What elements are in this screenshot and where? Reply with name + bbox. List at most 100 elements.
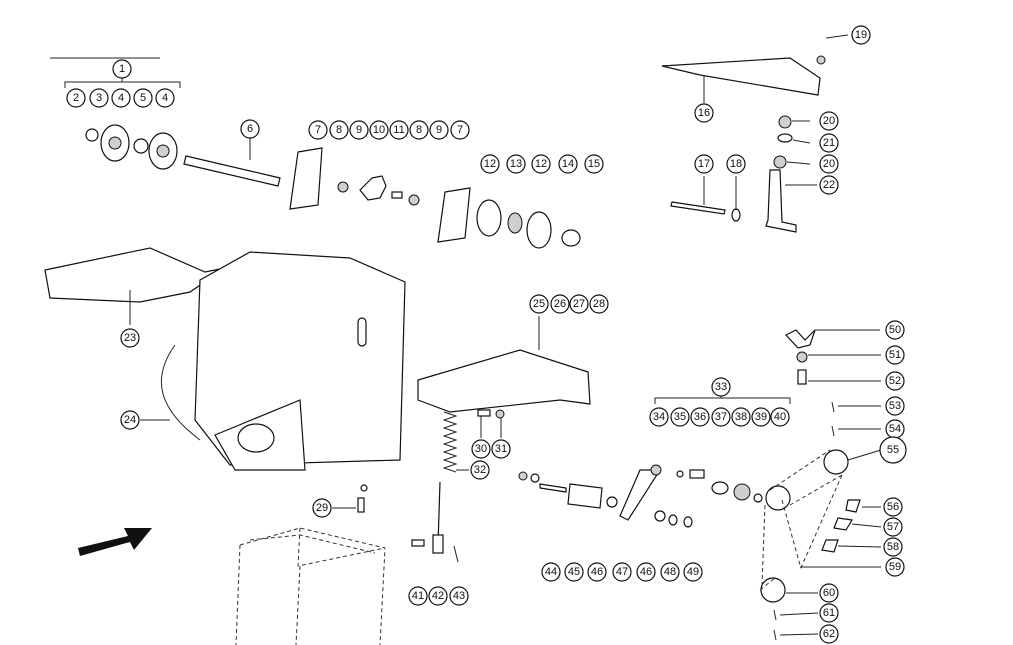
callout-label: 10 [373, 124, 385, 136]
callout-label: 1 [119, 63, 125, 75]
callout-label: 52 [889, 375, 901, 387]
callout-circle [751, 407, 771, 427]
callout-37: 37 [711, 407, 731, 427]
callout-label: 20 [823, 115, 835, 127]
callout-8: 8 [329, 120, 349, 140]
callout-label: 56 [887, 501, 899, 513]
callout-40: 40 [770, 407, 790, 427]
callout-label: 3 [96, 92, 102, 104]
callout-circle [636, 562, 656, 582]
callout-26: 26 [550, 294, 570, 314]
callout-4: 4 [111, 88, 131, 108]
callout-circle [660, 562, 680, 582]
callout-label: 34 [653, 411, 665, 423]
callout-34: 34 [649, 407, 669, 427]
callout-48: 48 [660, 562, 680, 582]
callout-circle [879, 436, 907, 464]
callout-label: 61 [823, 607, 835, 619]
callout-57: 57 [883, 517, 903, 537]
callout-label: 62 [823, 628, 835, 640]
callout-circle [885, 396, 905, 416]
callout-label: 51 [889, 349, 901, 361]
callout-24: 24 [120, 410, 140, 430]
callout-44: 44 [541, 562, 561, 582]
callout-14: 14 [558, 154, 578, 174]
callout-label: 11 [393, 124, 404, 136]
callout-circle [612, 562, 632, 582]
callout-circle [120, 410, 140, 430]
callout-circle [885, 557, 905, 577]
callout-label: 57 [887, 521, 899, 533]
callout-label: 12 [535, 158, 547, 170]
callout-5: 5 [133, 88, 153, 108]
callout-label: 28 [593, 298, 605, 310]
callout-circle [120, 328, 140, 348]
callout-6: 6 [240, 119, 260, 139]
callout-label: 45 [568, 566, 580, 578]
callout-28: 28 [589, 294, 609, 314]
callout-circle [584, 154, 604, 174]
callout-18: 18 [726, 154, 746, 174]
callout-label: 54 [889, 423, 901, 435]
callout-8: 8 [409, 120, 429, 140]
callout-circle [726, 154, 746, 174]
callout-label: 17 [698, 158, 710, 170]
callout-21: 21 [819, 133, 839, 153]
callout-42: 42 [428, 586, 448, 606]
callout-label: 2 [73, 92, 79, 104]
callout-circle [711, 407, 731, 427]
callout-46: 46 [636, 562, 656, 582]
callout-label: 33 [715, 381, 727, 393]
callout-circle [819, 175, 839, 195]
callout-circle [312, 498, 332, 518]
callout-circle [587, 562, 607, 582]
callout-55: 55 [879, 436, 907, 464]
callout-label: 32 [474, 464, 486, 476]
callout-label: 39 [755, 411, 767, 423]
callout-circle [89, 88, 109, 108]
callout-circle [408, 586, 428, 606]
callout-60: 60 [819, 583, 839, 603]
callout-circle [564, 562, 584, 582]
callout-label: 29 [316, 502, 328, 514]
callout-label: 46 [640, 566, 652, 578]
callout-circle [155, 88, 175, 108]
callout-circle [883, 537, 903, 557]
callout-label: 44 [545, 566, 557, 578]
callout-62: 62 [819, 624, 839, 644]
callout-circle [819, 603, 839, 623]
callout-36: 36 [690, 407, 710, 427]
callout-label: 4 [162, 92, 168, 104]
callout-circle [819, 583, 839, 603]
callout-15: 15 [584, 154, 604, 174]
callout-38: 38 [731, 407, 751, 427]
callout-53: 53 [885, 396, 905, 416]
callout-12: 12 [531, 154, 551, 174]
callout-22: 22 [819, 175, 839, 195]
callout-circle [240, 119, 260, 139]
callout-circle [349, 120, 369, 140]
callout-25: 25 [529, 294, 549, 314]
callout-label: 55 [887, 444, 899, 456]
callout-circle [428, 586, 448, 606]
callout-32: 32 [470, 460, 490, 480]
callout-circle [883, 517, 903, 537]
callout-label: 4 [118, 92, 124, 104]
callout-label: 7 [457, 124, 463, 136]
callout-label: 42 [432, 590, 444, 602]
callout-9: 9 [349, 120, 369, 140]
callout-circle [308, 120, 328, 140]
callout-label: 23 [124, 332, 136, 344]
callout-label: 12 [484, 158, 496, 170]
callout-label: 9 [356, 124, 362, 136]
callout-circle [550, 294, 570, 314]
callout-circle [491, 439, 511, 459]
callout-43: 43 [449, 586, 469, 606]
callout-circle [529, 294, 549, 314]
callout-circle [819, 624, 839, 644]
callout-30: 30 [471, 439, 491, 459]
callout-52: 52 [885, 371, 905, 391]
callout-circle [589, 294, 609, 314]
callout-circle [819, 133, 839, 153]
